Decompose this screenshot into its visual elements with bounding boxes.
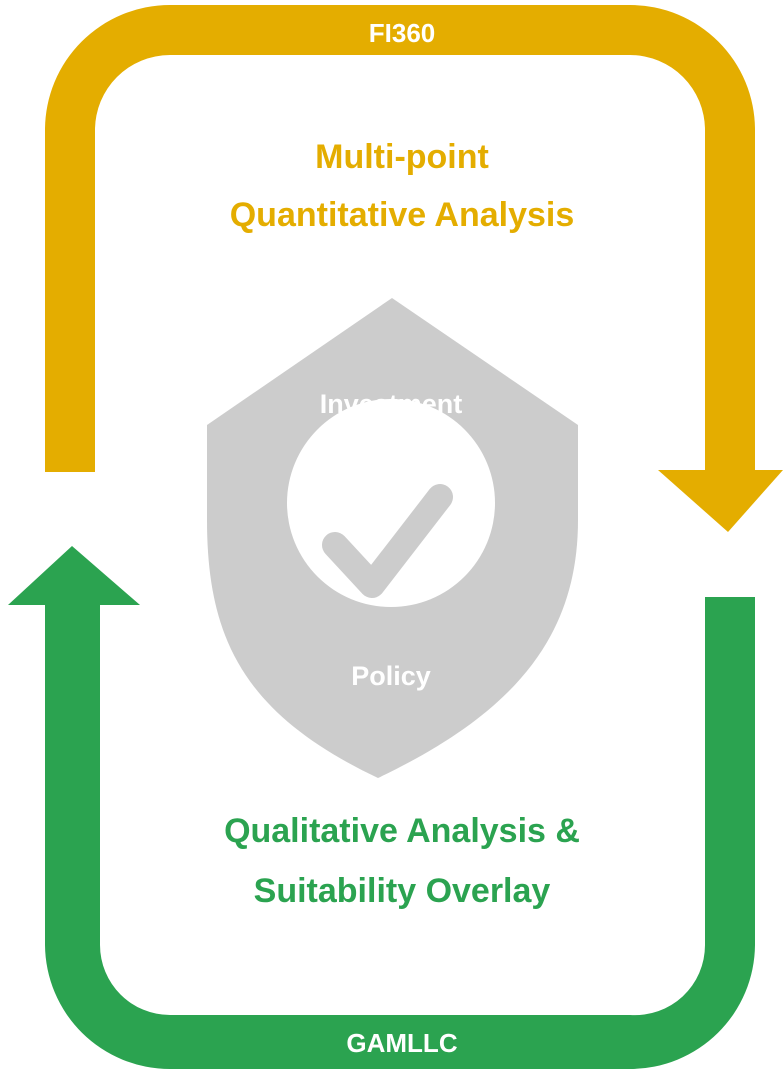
bottom-heading-line1: Qualitative Analysis & xyxy=(224,812,580,850)
top-heading-line2: Quantitative Analysis xyxy=(230,196,575,234)
bottom-heading-line2: Suitability Overlay xyxy=(254,872,551,910)
bottom-loop-arrow-band xyxy=(45,597,755,1069)
top-heading-line1: Multi-point xyxy=(315,138,489,176)
top-loop-arrow-band xyxy=(45,5,755,472)
bottom-loop-label: GAMLLC xyxy=(346,1028,457,1058)
shield-bottom-text: Policy xyxy=(351,661,431,691)
top-loop-label: FI360 xyxy=(369,18,436,48)
check-icon xyxy=(322,484,453,598)
bottom-loop-arrowhead xyxy=(8,546,140,605)
top-loop-arrowhead xyxy=(658,470,783,532)
shield-top-text: Investment xyxy=(320,389,463,419)
